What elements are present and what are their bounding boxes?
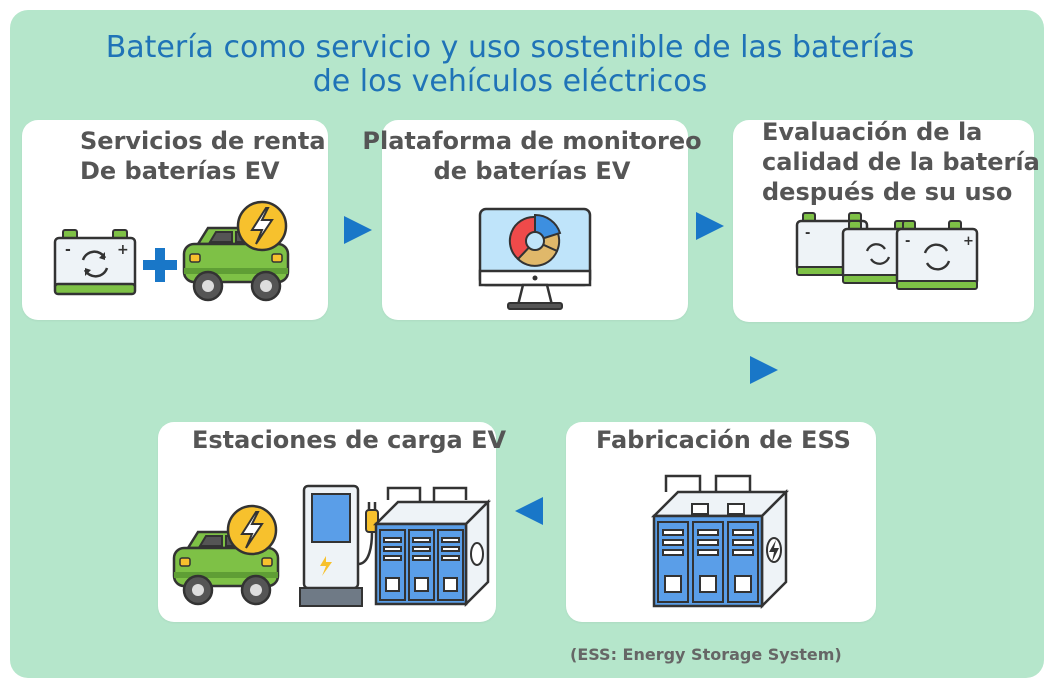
step-monitoring-label: Plataforma de monitoreo de baterías EV — [362, 127, 702, 185]
arrow-right-2 — [696, 212, 724, 240]
plus-icon — [143, 248, 177, 282]
energy-storage-icon — [650, 474, 790, 610]
diagram-title-line2: de los vehículos eléctricos — [312, 64, 708, 99]
electric-car-icon — [172, 504, 280, 606]
svg-text:+: + — [117, 242, 129, 258]
footnote: (ESS: Energy Storage System) — [570, 645, 842, 664]
charging-station-icon — [299, 484, 492, 608]
battery-stack-icon: - - + — [795, 212, 979, 290]
step-ess-label: Fabricación de ESS — [596, 426, 851, 454]
diagram-title-line1: Batería como servicio y uso sostenible d… — [105, 30, 915, 65]
battery-icon: - + — [53, 229, 137, 296]
svg-text:-: - — [65, 242, 71, 258]
step-evaluation-label: Evaluación de la calidad de la batería d… — [762, 118, 1040, 206]
svg-text:-: - — [805, 226, 810, 241]
electric-car-icon — [182, 200, 290, 302]
step-charging-label: Estaciones de carga EV — [192, 426, 507, 454]
step-rental-label: Servicios de renta De baterías EV — [80, 127, 326, 185]
svg-text:+: + — [963, 234, 974, 249]
arrow-down — [750, 356, 778, 384]
svg-text:-: - — [905, 234, 910, 249]
arrow-left — [515, 497, 543, 525]
arrow-right-1 — [344, 216, 372, 244]
step-card-evaluation — [733, 120, 1034, 322]
monitor-chart-icon — [478, 207, 592, 310]
